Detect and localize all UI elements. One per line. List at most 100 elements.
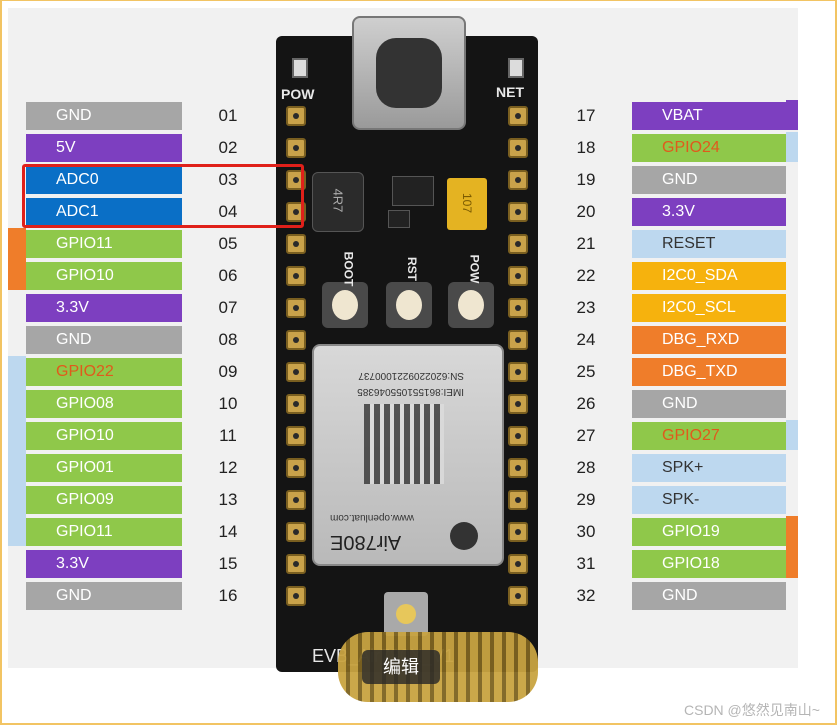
header-pad [286, 458, 306, 478]
left-pin-label: GPIO11 [26, 230, 182, 258]
left-pin-label: GPIO22 [26, 358, 182, 386]
inductor-label: 4R7 [330, 188, 346, 213]
inductor: 4R7 [312, 172, 364, 232]
net-led-label: NET [496, 84, 524, 100]
module-imei: IMEI:861551055046385 [357, 386, 464, 397]
capacitor-label: 107 [460, 192, 474, 214]
right-pin-label: GPIO27 [632, 422, 786, 450]
header-pad [286, 394, 306, 414]
pin-number: 06 [218, 266, 238, 285]
left-pin-label: GPIO11 [26, 518, 182, 546]
header-pad [286, 362, 306, 382]
header-pad [508, 426, 528, 446]
header-pad [508, 330, 528, 350]
header-pad [508, 298, 528, 318]
pin-number: 08 [218, 330, 238, 349]
header-pad [508, 138, 528, 158]
pin-number: 30 [576, 522, 596, 541]
header-pad [508, 362, 528, 382]
regulator-chip [392, 176, 434, 206]
pin-number: 26 [576, 394, 596, 413]
right-pin-label: RESET [632, 230, 786, 258]
pin-number: 23 [576, 298, 596, 317]
pin-number: 17 [576, 106, 596, 125]
reset-button[interactable] [386, 282, 432, 328]
pin-number: 22 [576, 266, 596, 285]
pin-number: 01 [218, 106, 238, 125]
left-pin-label: GPIO09 [26, 486, 182, 514]
pow-led-label: POW [281, 86, 315, 102]
pin-number: 04 [218, 202, 238, 221]
header-pad [508, 586, 528, 606]
pin-number: 29 [576, 490, 596, 509]
header-pad [508, 266, 528, 286]
right-pin-label: I2C0_SCL [632, 294, 786, 322]
rst-label: RST [405, 257, 419, 281]
pin-number: 12 [218, 458, 238, 477]
pin-number: 18 [576, 138, 596, 157]
header-pad [286, 298, 306, 318]
pin-number: 32 [576, 586, 596, 605]
right-pin-label: I2C0_SDA [632, 262, 786, 290]
air780e-module: SN:6202209221000737 IMEI:861551055046385… [312, 344, 504, 566]
qr-code [364, 404, 444, 484]
right-pin-label: 3.3V [632, 198, 786, 226]
power-button[interactable] [448, 282, 494, 328]
header-pad [508, 106, 528, 126]
left-pin-label: GND [26, 102, 182, 130]
right-pin-label: GPIO18 [632, 550, 786, 578]
pin-number: 15 [218, 554, 238, 573]
pin-number: 02 [218, 138, 238, 157]
right-edge-strip-lightblue [786, 132, 798, 162]
header-pad [286, 266, 306, 286]
left-pin-label: 3.3V [26, 550, 182, 578]
right-pin-label: VBAT [632, 102, 786, 130]
pin-number: 28 [576, 458, 596, 477]
left-pin-label: GPIO10 [26, 262, 182, 290]
header-pad [286, 554, 306, 574]
left-pin-label: 3.3V [26, 294, 182, 322]
right-edge-strip-purple [786, 100, 798, 130]
adc-highlight-box [22, 164, 304, 228]
header-pad [508, 458, 528, 478]
pin-number: 16 [218, 586, 238, 605]
right-pin-label: GPIO24 [632, 134, 786, 162]
tantalum-capacitor: 107 [447, 178, 487, 230]
header-pad [508, 234, 528, 254]
header-pad [286, 586, 306, 606]
right-pin-label: GPIO19 [632, 518, 786, 546]
right-pin-label: DBG_TXD [632, 358, 786, 386]
pin-number: 25 [576, 362, 596, 381]
right-pin-label: DBG_RXD [632, 326, 786, 354]
header-pad [286, 138, 306, 158]
pow-button-label: POW [467, 254, 482, 284]
pin-number: 03 [218, 170, 238, 189]
edit-button[interactable]: 编辑 [362, 650, 440, 684]
smd-component [388, 210, 410, 228]
pin-number: 09 [218, 362, 238, 381]
pin-number: 24 [576, 330, 596, 349]
module-name: Air780E [330, 531, 402, 553]
usb-c-port [376, 38, 442, 108]
right-pin-label: GND [632, 166, 786, 194]
boot-button[interactable] [322, 282, 368, 328]
left-pin-label: GPIO10 [26, 422, 182, 450]
header-pad [508, 170, 528, 190]
left-pin-label: GND [26, 582, 182, 610]
right-pin-label: SPK- [632, 486, 786, 514]
pow-led [292, 58, 308, 78]
left-pin-label: GPIO08 [26, 390, 182, 418]
pin-number: 14 [218, 522, 238, 541]
header-pad [286, 522, 306, 542]
right-pin-label: SPK+ [632, 454, 786, 482]
left-pin-label: 5V [26, 134, 182, 162]
header-pad [508, 490, 528, 510]
right-pin-label: GND [632, 390, 786, 418]
pin-number: 19 [576, 170, 596, 189]
header-pad [286, 426, 306, 446]
antenna-connector [384, 592, 428, 636]
pin-number: 07 [218, 298, 238, 317]
right-pin-label: GND [632, 582, 786, 610]
pin-number: 13 [218, 490, 238, 509]
